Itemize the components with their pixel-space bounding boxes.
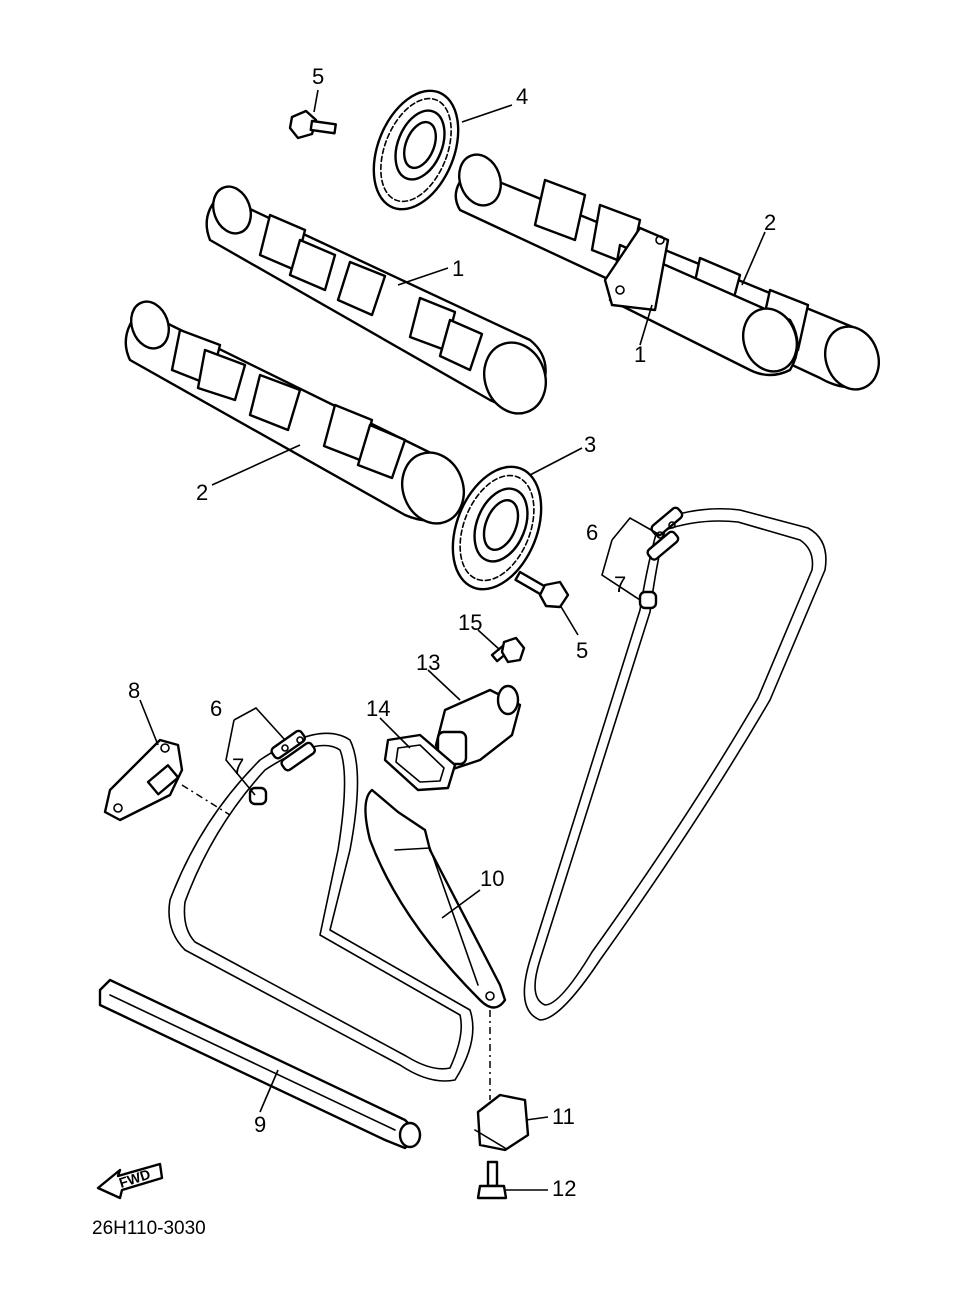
callout-camshaft-intake-left: 1 <box>452 256 464 281</box>
callout-chain-clip-right: 7 <box>614 572 626 597</box>
callout-tensioner-assembly: 13 <box>416 650 440 675</box>
cam-chain-tensioner <box>434 684 522 772</box>
guide-dashed-leader <box>181 784 231 816</box>
callout-chain-guide-top: 8 <box>128 678 140 703</box>
chain-clip-left <box>248 786 268 806</box>
callout-sprocket-lower: 3 <box>584 432 596 457</box>
cam-sprocket-lower <box>451 465 543 591</box>
callout-bolt-lower: 5 <box>576 638 588 663</box>
callout-chain-link-right: 6 <box>586 520 598 545</box>
callout-chain-clip-left: 7 <box>232 754 244 779</box>
cam-chain-guide-top <box>103 738 184 822</box>
callout-labels: 5 4 2 1 1 2 3 6 7 15 5 13 8 6 14 7 10 9 … <box>128 64 776 1201</box>
callout-camshaft-intake-right: 1 <box>634 342 646 367</box>
chain-clip-right <box>638 590 658 610</box>
sprocket-bolt-upper <box>288 109 337 140</box>
camshaft-intake-right <box>603 226 799 377</box>
sprocket-bolt-lower <box>514 570 570 609</box>
tensioner-gasket <box>383 733 457 792</box>
callout-tensioner-guide: 10 <box>480 866 504 891</box>
callout-chain-link-left: 6 <box>210 696 222 721</box>
camshaft-exhaust-left <box>124 300 465 525</box>
callout-stopper-bolt: 12 <box>552 1176 576 1201</box>
callout-sprocket-upper: 4 <box>516 84 528 109</box>
callout-chain-guide-front: 9 <box>254 1112 266 1137</box>
callout-guide-stopper: 11 <box>552 1104 575 1129</box>
tensioner-bolt <box>490 636 526 664</box>
stopper-bolt <box>476 1160 508 1200</box>
callout-tensioner-gasket: 14 <box>366 696 390 721</box>
callout-bolt-upper: 5 <box>312 64 324 89</box>
cam-chain-guide-front <box>98 978 422 1150</box>
callout-camshaft-exhaust-left: 2 <box>196 480 208 505</box>
camshaft-intake-left <box>205 185 547 415</box>
cam-chain-left-loop <box>168 732 474 1082</box>
callout-camshaft-exhaust-right: 2 <box>764 210 776 235</box>
chain-link-right <box>646 506 684 561</box>
forward-direction-arrow: FWD <box>96 1162 164 1200</box>
callout-leaders <box>139 89 766 1191</box>
callout-tensioner-bolt: 15 <box>458 610 482 635</box>
cam-chain-tensioner-guide <box>364 788 507 1009</box>
cam-chain-right-loop <box>523 507 827 1021</box>
diagram-part-code: 26H110-3030 <box>92 1218 206 1239</box>
guide-stopper <box>474 1093 530 1152</box>
cam-sprocket-upper <box>372 89 460 211</box>
